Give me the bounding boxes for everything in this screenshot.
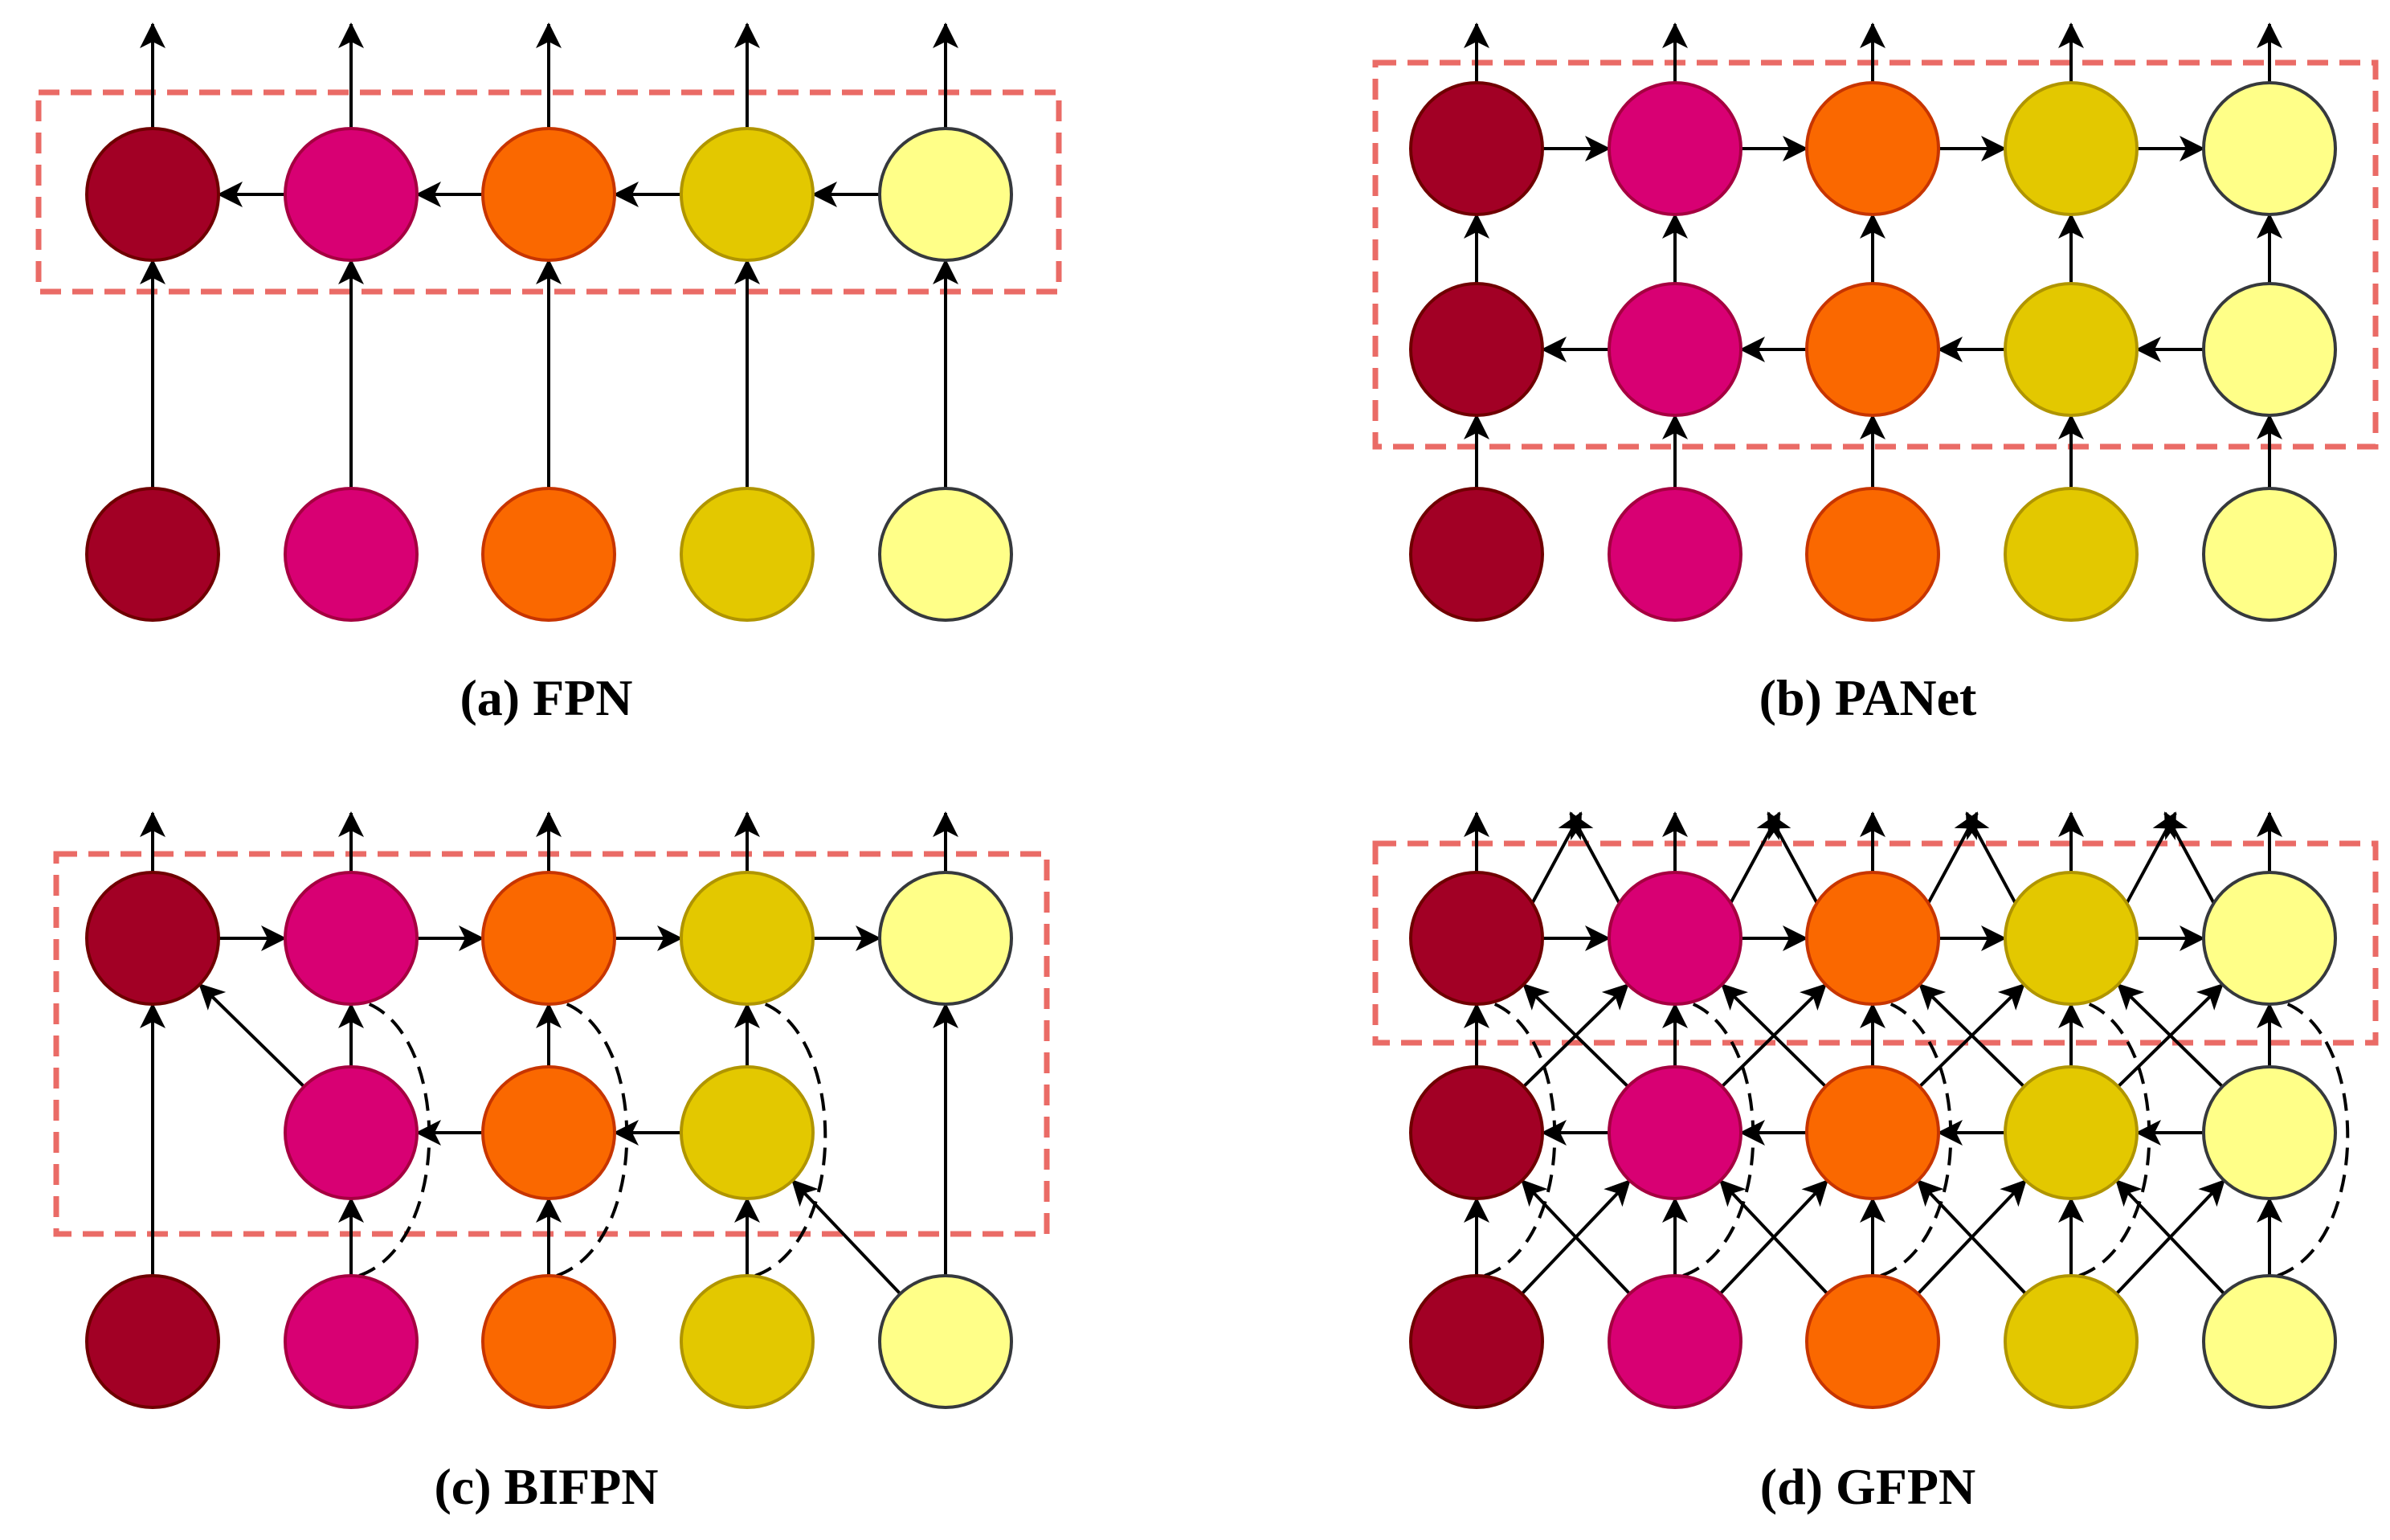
node-bifpn-in-2 <box>481 1274 616 1409</box>
dashed-box-panet <box>1372 59 2379 450</box>
edge-gfpn-cross-mid-l-3 <box>2117 982 2224 1089</box>
node-gfpn-mid-2 <box>1805 1065 1940 1200</box>
edge-gfpn-cross-in-l-3 <box>2115 1178 2225 1295</box>
edge-gfpn-cross-in-l-0 <box>1521 1178 1631 1295</box>
edge-gfpn-skip-4 <box>2277 1001 2350 1277</box>
edge-gfpn-cross-out-l-2 <box>1965 811 2017 905</box>
node-panet-in-3 <box>2004 487 2139 622</box>
caption-bifpn: (c) BIFPN <box>434 1458 658 1515</box>
node-panet-top-1 <box>1608 81 1742 216</box>
edge-gfpn-cross-out-r-3 <box>2125 811 2177 905</box>
node-bifpn-top-3 <box>680 871 815 1006</box>
node-panet-mid-1 <box>1608 282 1742 417</box>
node-panet-top-0 <box>1409 81 1544 216</box>
node-panet-mid-4 <box>2202 282 2337 417</box>
node-gfpn-in-0 <box>1409 1274 1544 1409</box>
panel-panet: (b) PANet <box>1372 22 2379 726</box>
node-fpn-out-4 <box>878 127 1013 262</box>
node-fpn-out-2 <box>481 127 616 262</box>
node-panet-in-1 <box>1608 487 1742 622</box>
edge-bifpn-skip-3 <box>754 1001 827 1277</box>
node-bifpn-in-3 <box>680 1274 815 1409</box>
node-panet-top-3 <box>2004 81 2139 216</box>
node-gfpn-in-4 <box>2202 1274 2337 1409</box>
panel-bifpn: (c) BIFPN <box>53 811 1050 1515</box>
node-panet-mid-2 <box>1805 282 1940 417</box>
node-gfpn-mid-4 <box>2202 1065 2337 1200</box>
node-panet-top-2 <box>1805 81 1940 216</box>
edge-gfpn-cross-in-l-1 <box>1718 1179 1829 1295</box>
node-gfpn-in-2 <box>1805 1274 1940 1409</box>
node-gfpn-top-2 <box>1805 871 1940 1006</box>
dashed-box-bifpn <box>53 851 1050 1237</box>
node-bifpn-top-1 <box>284 871 419 1006</box>
caption-panet: (b) PANet <box>1759 669 1977 726</box>
node-gfpn-top-4 <box>2202 871 2337 1006</box>
node-panet-in-0 <box>1409 487 1544 622</box>
node-bifpn-top-2 <box>481 871 616 1006</box>
edge-gfpn-skip-1 <box>1682 1001 1755 1277</box>
edge-gfpn-skip-0 <box>1484 1001 1557 1277</box>
node-bifpn-in-0 <box>85 1274 220 1409</box>
node-fpn-in-4 <box>878 487 1013 622</box>
caption-fpn: (a) FPN <box>460 669 632 726</box>
node-fpn-in-3 <box>680 487 815 622</box>
edge-bifpn-skip-1 <box>358 1001 431 1277</box>
node-gfpn-top-1 <box>1608 871 1742 1006</box>
edge-gfpn-cross-in-l-2 <box>1917 1178 2027 1295</box>
node-bifpn-in-1 <box>284 1274 419 1409</box>
edge-gfpn-cross-mid-l-0 <box>1522 982 1629 1089</box>
node-panet-top-4 <box>2202 81 2337 216</box>
node-panet-mid-3 <box>2004 282 2139 417</box>
node-gfpn-top-3 <box>2004 871 2139 1006</box>
node-fpn-out-1 <box>284 127 419 262</box>
edge-gfpn-skip-2 <box>1880 1001 1953 1277</box>
node-gfpn-mid-0 <box>1409 1065 1544 1200</box>
edge-bifpn-diag-out <box>198 982 305 1089</box>
panel-gfpn: (d) GFPN <box>1372 811 2379 1515</box>
node-fpn-in-0 <box>85 487 220 622</box>
panel-fpn: (a) FPN <box>35 22 1062 726</box>
edge-gfpn-cross-mid-l-1 <box>1721 983 1827 1088</box>
node-gfpn-in-3 <box>2004 1274 2139 1409</box>
node-gfpn-mid-1 <box>1608 1065 1742 1200</box>
node-gfpn-mid-3 <box>2004 1065 2139 1200</box>
edge-gfpn-cross-out-l-1 <box>1767 811 1819 905</box>
node-fpn-out-0 <box>85 127 220 262</box>
node-bifpn-mid-1 <box>284 1065 419 1200</box>
node-bifpn-in-4 <box>878 1274 1013 1409</box>
node-panet-mid-0 <box>1409 282 1544 417</box>
caption-gfpn: (d) GFPN <box>1760 1458 1975 1515</box>
node-gfpn-top-0 <box>1409 871 1544 1006</box>
edge-gfpn-cross-out-r-1 <box>1729 811 1781 905</box>
edge-bifpn-diag-in <box>791 1178 901 1295</box>
node-bifpn-mid-3 <box>680 1065 815 1200</box>
node-gfpn-in-1 <box>1608 1274 1742 1409</box>
node-fpn-in-2 <box>481 487 616 622</box>
edge-gfpn-cross-out-l-0 <box>1569 811 1621 905</box>
dashed-box-gfpn <box>1372 840 2379 1046</box>
node-bifpn-top-4 <box>878 871 1013 1006</box>
edge-gfpn-cross-out-r-2 <box>1926 811 1979 905</box>
node-fpn-out-3 <box>680 127 815 262</box>
edge-bifpn-skip-2 <box>556 1001 629 1277</box>
node-bifpn-top-0 <box>85 871 220 1006</box>
node-panet-in-2 <box>1805 487 1940 622</box>
edge-gfpn-cross-out-l-3 <box>2163 811 2216 905</box>
node-bifpn-mid-2 <box>481 1065 616 1200</box>
edge-gfpn-cross-out-r-0 <box>1530 811 1583 905</box>
node-fpn-in-1 <box>284 487 419 622</box>
edge-gfpn-skip-3 <box>2078 1001 2151 1277</box>
node-panet-in-4 <box>2202 487 2337 622</box>
edge-gfpn-cross-mid-l-2 <box>1918 982 2025 1089</box>
